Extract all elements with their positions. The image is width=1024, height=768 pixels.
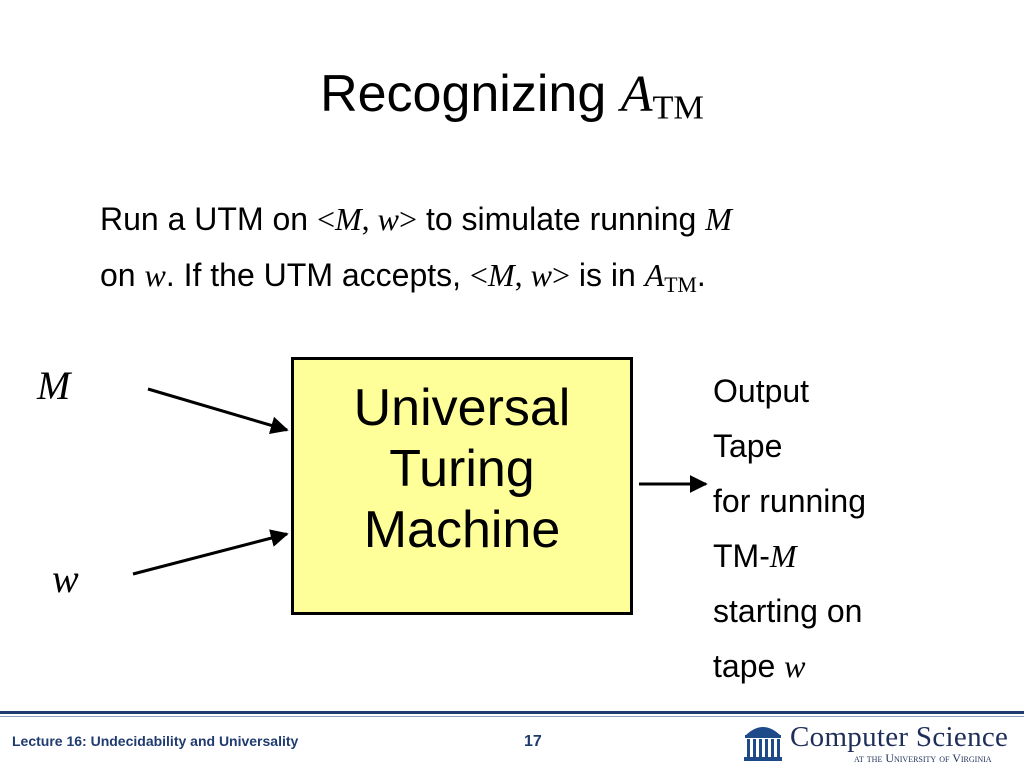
- text: w: [377, 201, 400, 237]
- text: to simulate running: [417, 201, 706, 237]
- text: TM: [664, 273, 697, 298]
- text: on: [100, 257, 145, 293]
- text: TM-: [713, 538, 770, 574]
- utm-line-3: Machine: [363, 501, 561, 559]
- text: w: [784, 648, 806, 684]
- title-text: Recognizing: [320, 65, 621, 123]
- arrow-m-to-utm: [147, 387, 289, 435]
- text: .: [696, 257, 706, 293]
- footer-divider-thin: [0, 716, 1024, 717]
- utm-label: Universal Turing Machine: [294, 378, 630, 561]
- output-line-1: Output: [713, 373, 810, 409]
- text: ,: [361, 201, 378, 237]
- text: A: [644, 257, 665, 293]
- slide-body: Run a UTM on <M, w> to simulate running …: [100, 191, 970, 313]
- text: >: [551, 257, 571, 293]
- utm-line-1: Universal: [353, 379, 571, 437]
- universal-turing-machine-box: Universal Turing Machine: [291, 357, 633, 615]
- output-line-5: starting on: [713, 593, 863, 629]
- logo-main-text: Computer Science: [790, 721, 1009, 753]
- text: tape: [713, 648, 785, 684]
- text: Run a UTM on: [100, 201, 317, 237]
- page-number: 17: [524, 733, 542, 750]
- rotunda-icon: [744, 727, 782, 761]
- title-sub: TM: [652, 88, 704, 127]
- input-label-m: M: [37, 363, 71, 408]
- text: M: [487, 257, 515, 293]
- text: >: [399, 201, 418, 237]
- footer-lecture-title: Lecture 16: Undecidability and Universal…: [12, 733, 299, 749]
- logo-sub-text: at the University of Virginia: [854, 751, 992, 765]
- arrow-w-to-utm: [132, 529, 289, 576]
- text: w: [144, 257, 166, 293]
- output-line-3: for running: [713, 483, 866, 519]
- text: M: [335, 201, 362, 237]
- text: ,: [514, 257, 531, 293]
- body-line-2: on w. If the UTM accepts, <M, w> is in A…: [100, 247, 970, 313]
- text: w: [530, 257, 552, 293]
- title-var: A: [620, 66, 653, 123]
- output-description: Output Tape for running TM-M starting on…: [713, 364, 866, 694]
- output-line-2: Tape: [713, 428, 783, 464]
- text: <: [316, 201, 336, 237]
- output-line-4: TM-M: [713, 529, 866, 584]
- input-label-w: w: [52, 556, 79, 601]
- cs-uva-logo: Computer Science at the University of Vi…: [742, 721, 1018, 765]
- output-line-6: tape w: [713, 639, 866, 694]
- text: M: [705, 201, 732, 237]
- utm-line-2: Turing: [389, 440, 535, 498]
- body-line-1: Run a UTM on <M, w> to simulate running …: [100, 191, 970, 247]
- text: is in: [570, 257, 645, 293]
- text: . If the UTM accepts,: [165, 257, 470, 293]
- text: M: [769, 538, 797, 574]
- text: <: [469, 257, 488, 293]
- slide-title: Recognizing ATM: [0, 62, 1024, 140]
- footer-divider: [0, 711, 1024, 714]
